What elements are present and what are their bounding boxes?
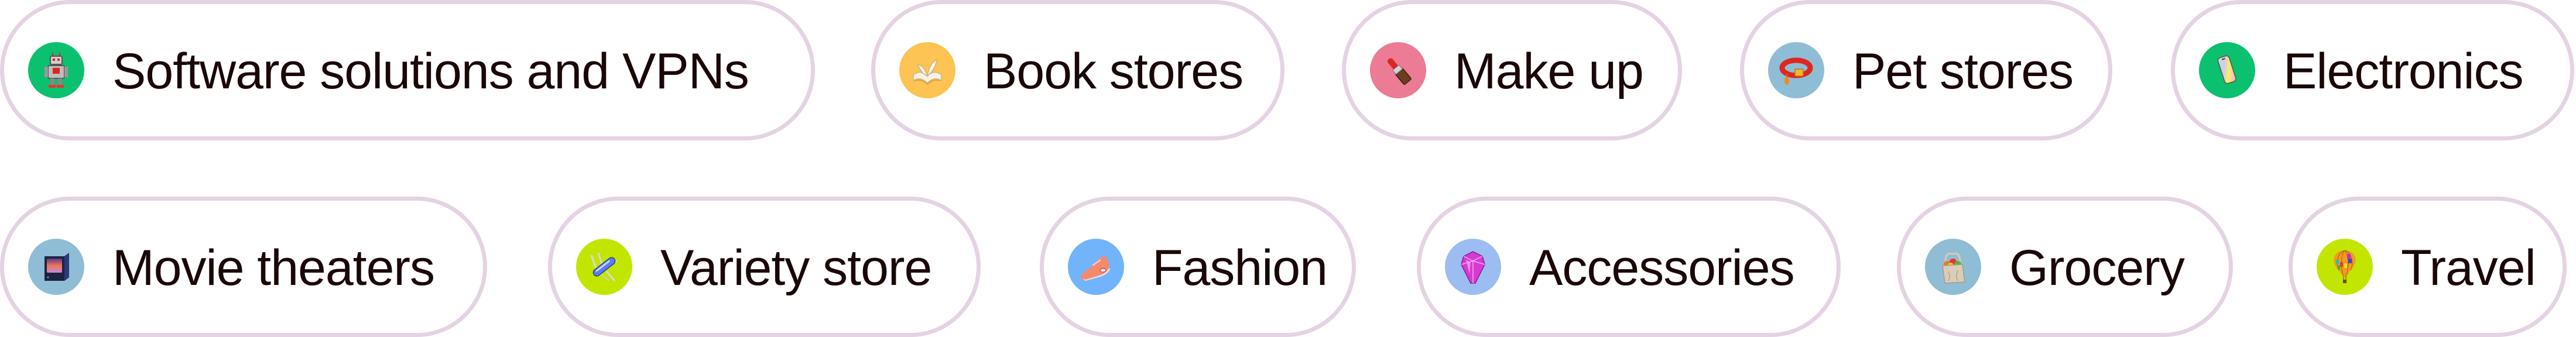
chip-label: Electronics <box>2283 43 2524 99</box>
open-book-icon <box>899 42 955 98</box>
chip-fashion[interactable]: Fashion <box>1040 197 1356 337</box>
chip-grocery[interactable]: Grocery <box>1897 197 2233 337</box>
pet-collar-icon <box>1768 42 1824 98</box>
grocery-bag-icon <box>1925 239 1981 295</box>
chip-pet-stores[interactable]: Pet stores <box>1740 0 2112 140</box>
smartphone-icon <box>2199 42 2255 98</box>
chip-make-up[interactable]: Make up <box>1342 0 1682 140</box>
chip-movie-theaters[interactable]: Movie theaters <box>0 197 487 337</box>
chip-variety-store[interactable]: Variety store <box>548 197 981 337</box>
chip-travel[interactable]: Travel <box>2289 197 2567 337</box>
chip-label: Software solutions and VPNs <box>112 43 749 99</box>
sneaker-icon <box>1068 239 1124 295</box>
chip-label: Accessories <box>1529 240 1795 296</box>
hot-air-balloon-icon <box>2317 239 2373 295</box>
chip-accessories[interactable]: Accessories <box>1417 197 1841 337</box>
gem-icon <box>1445 239 1501 295</box>
robot-icon <box>28 42 84 98</box>
chip-software-solutions-and-vpns[interactable]: Software solutions and VPNs <box>0 0 815 140</box>
chip-label: Pet stores <box>1852 43 2074 99</box>
chip-label: Make up <box>1454 43 1644 99</box>
chip-label: Fashion <box>1152 240 1328 296</box>
pocket-knife-icon <box>576 239 632 295</box>
chip-electronics[interactable]: Electronics <box>2171 0 2574 140</box>
lipstick-icon <box>1370 42 1426 98</box>
chip-book-stores[interactable]: Book stores <box>871 0 1284 140</box>
chip-label: Movie theaters <box>112 240 435 296</box>
chip-label: Book stores <box>984 43 1244 99</box>
chip-label: Travel <box>2401 240 2536 296</box>
tv-icon <box>28 239 84 295</box>
chip-label: Grocery <box>2009 240 2185 296</box>
chip-label: Variety store <box>660 240 932 296</box>
